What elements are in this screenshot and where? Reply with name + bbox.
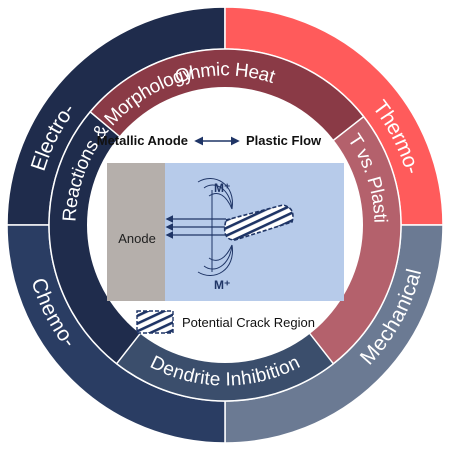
- dendrite-crack-region: [223, 204, 294, 241]
- legend-hatch-swatch: [136, 310, 174, 334]
- legend-label: Potential Crack Region: [182, 315, 315, 330]
- field-lines: [197, 177, 233, 277]
- plastic-flow-label: Plastic Flow: [246, 133, 322, 148]
- metallic-anode-label: Metallic Anode: [97, 133, 188, 148]
- ion-flux-arrows: [165, 215, 226, 239]
- ion-top-label: M⁺: [214, 181, 230, 195]
- anode-block: [107, 163, 165, 301]
- anode-label: Anode: [118, 231, 156, 246]
- ion-bottom-label: M⁺: [214, 278, 230, 292]
